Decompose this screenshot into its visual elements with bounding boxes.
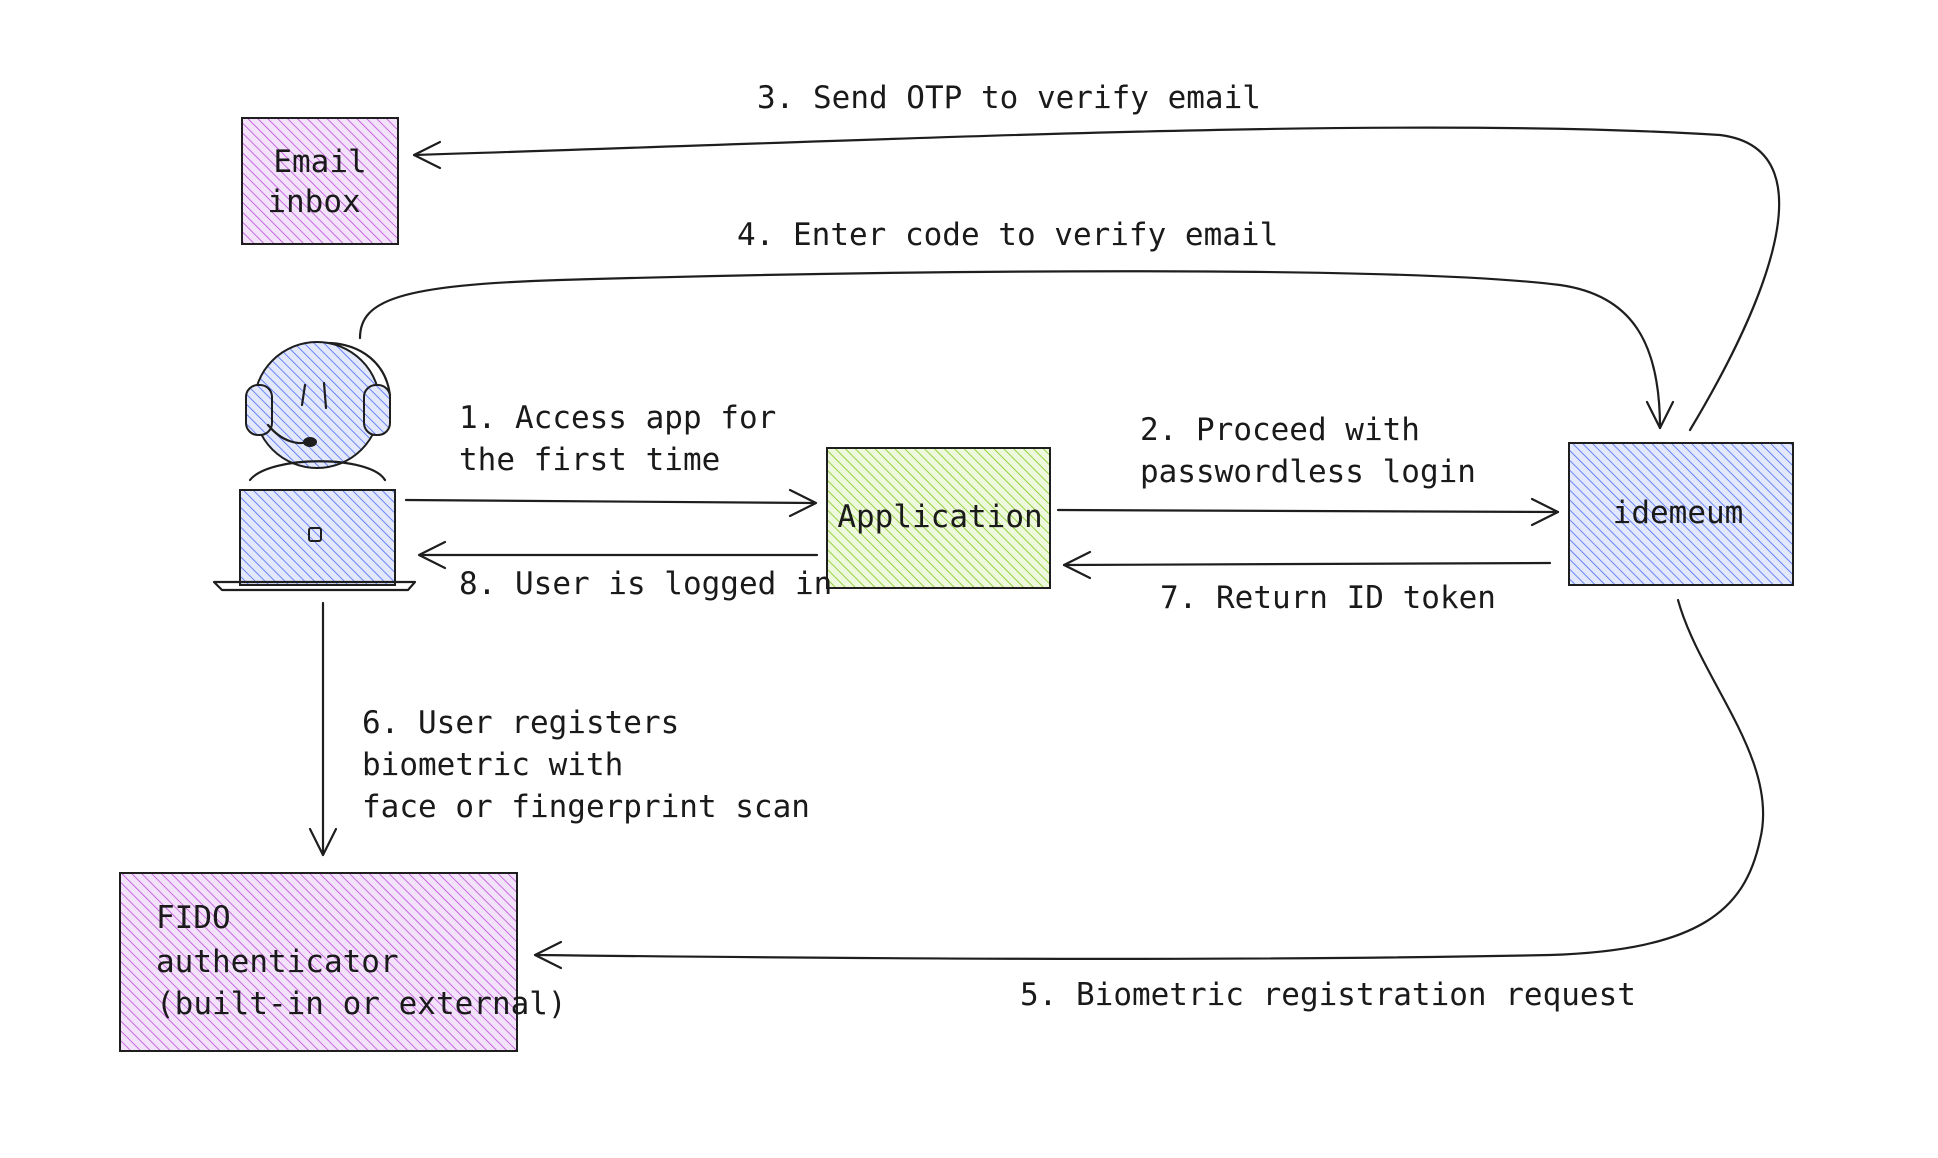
- edge-proceed-passwordless: [1056, 497, 1560, 527]
- idemeum-label: idemeum: [1613, 495, 1744, 531]
- label-step5: 5. Biometric registration request: [1020, 977, 1636, 1013]
- edge-biometric-request: [533, 598, 1765, 970]
- email-inbox-box: Email inbox: [241, 117, 399, 245]
- application-box: Application: [826, 447, 1051, 589]
- edge-access-app: [404, 488, 818, 518]
- email-inbox-label-line1: Email: [273, 144, 366, 180]
- edge-registers-biometric: [308, 601, 338, 857]
- label-step2-line1: 2. Proceed with: [1140, 412, 1420, 448]
- label-step1-line2: the first time: [459, 442, 720, 478]
- label-step1-line1: 1. Access app for: [459, 400, 776, 436]
- idemeum-box: idemeum: [1568, 442, 1794, 586]
- label-step6-line2: biometric with: [362, 747, 623, 783]
- label-step6-line1: 6. User registers: [362, 705, 679, 741]
- label-step4: 4. Enter code to verify email: [737, 217, 1278, 253]
- fido-authenticator-box: FIDO authenticator (built-in or external…: [119, 872, 567, 1052]
- fido-label-line3: (built-in or external): [156, 986, 567, 1022]
- edge-return-id-token: [1062, 550, 1552, 580]
- edge-user-logged-in: [417, 540, 819, 570]
- label-step3: 3. Send OTP to verify email: [757, 80, 1261, 116]
- label-step8: 8. User is logged in: [459, 566, 832, 602]
- fido-label-line1: FIDO: [156, 900, 231, 936]
- edge-send-otp: [412, 126, 1781, 432]
- label-step7: 7. Return ID token: [1160, 580, 1496, 616]
- fido-label-line2: authenticator: [156, 944, 399, 980]
- label-step6-line3: face or fingerprint scan: [362, 789, 810, 825]
- edge-enter-code: [358, 270, 1675, 430]
- label-step2-line2: passwordless login: [1140, 454, 1476, 490]
- application-label: Application: [837, 499, 1042, 535]
- user-avatar-icon: [212, 341, 417, 592]
- email-inbox-label-line2: inbox: [267, 184, 360, 220]
